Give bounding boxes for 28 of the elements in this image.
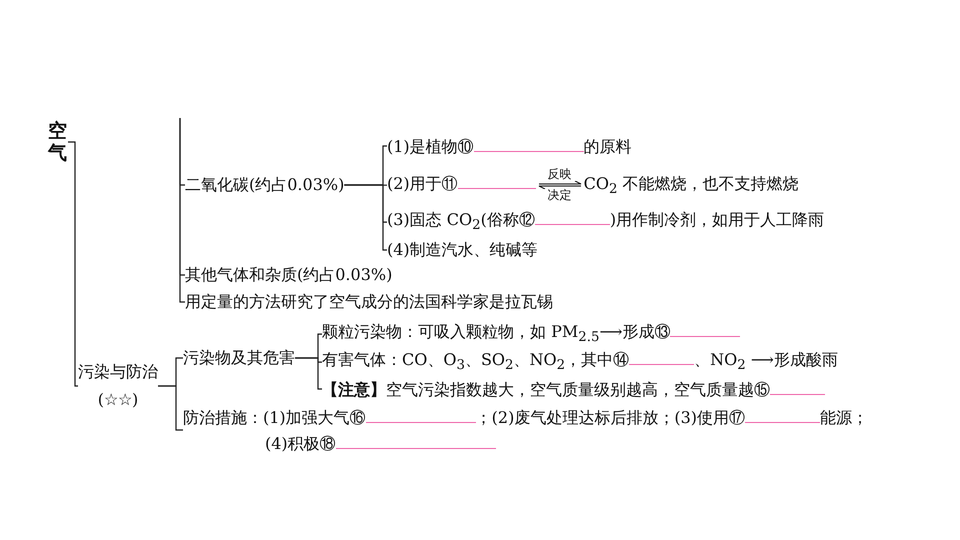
outline-text: )用作制冷剂，如用于人工降雨 [610, 210, 824, 229]
outline-text: 污染物及其危害 [183, 348, 295, 367]
brace-line [68, 141, 78, 387]
outline-text: (4)制造汽水、纯碱等 [387, 240, 538, 259]
topic-heading: 污染与防治 [78, 361, 158, 383]
outline-text: (4)积极⑱ [265, 434, 336, 453]
outline-text: 用定量的方法研究了空气成分的法国科学家是拉瓦锡 [185, 292, 553, 311]
outline-text: (2)用于⑪ [387, 174, 458, 194]
arrow-label: 反映 [548, 168, 572, 181]
brace-line [295, 357, 322, 390]
brace-line [344, 184, 387, 251]
outline-text: (1)是植物⑩ [387, 137, 474, 156]
topic-heading: (☆☆) [96, 389, 140, 411]
topic-heading: 空气 [48, 120, 67, 164]
outline-text: 、NO$_{2}$ ⟶形成酸雨 [694, 350, 838, 369]
outline-text: ；(2)废气处理达标后排放；(3)使用⑰ [476, 408, 745, 427]
outline-text: 的原料 [584, 137, 632, 156]
outline-text: CO$_{2}$ 不能燃烧，也不支持燃烧 [584, 174, 799, 194]
outline-text: 有害气体：CO、O$_{3}$、SO$_{2}$、NO$_{2}$，其中⑭ [322, 350, 630, 369]
outline-text: 其他气体和杂质(约占0.03%) [185, 265, 392, 284]
arrow-label: 决定 [548, 189, 572, 202]
outline-text: 能源； [820, 408, 868, 427]
outline-text: 【注意】空气污染指数越大，空气质量级别越高，空气质量越⑮ [322, 380, 770, 399]
outline-text: (3)固态 CO$_{2}$(俗称⑫ [387, 210, 535, 229]
outline-text: 防治措施：(1)加强大气⑯ [183, 408, 366, 427]
brace-line [158, 385, 183, 431]
outline-text: 二氧化碳(约占0.03%) [185, 175, 344, 194]
outline-text: 颗粒污染物：可吸入颗粒物，如 PM$_{2.5}$⟶形成⑬ [322, 322, 670, 341]
